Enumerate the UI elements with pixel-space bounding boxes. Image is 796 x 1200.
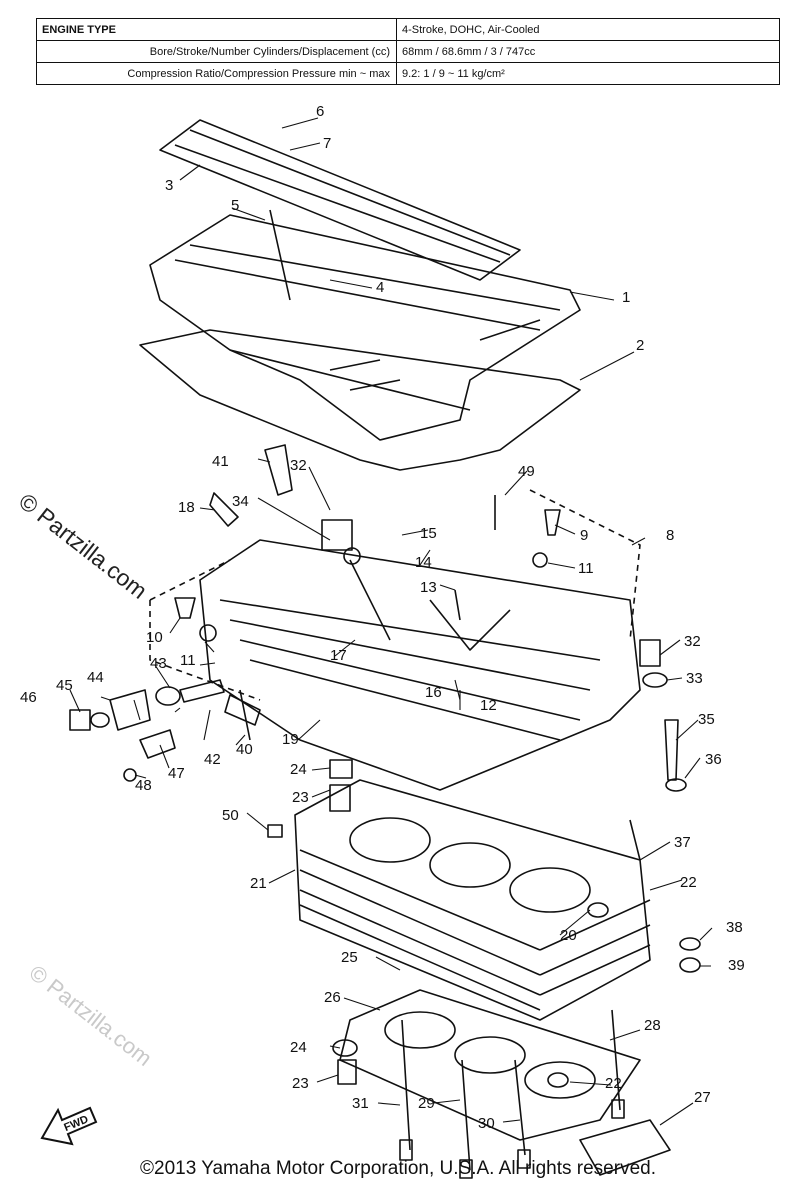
callout-33: 33 (686, 670, 703, 687)
callout-2: 2 (636, 337, 644, 354)
callout-13: 13 (420, 579, 437, 596)
callout-17: 17 (330, 647, 347, 664)
callout-4: 4 (376, 279, 384, 296)
callout-22b: 22 (605, 1075, 622, 1092)
callout-27: 27 (694, 1089, 711, 1106)
callout-3: 3 (165, 177, 173, 194)
callout-18: 18 (178, 499, 195, 516)
callout-35: 35 (698, 711, 715, 728)
callout-24b: 24 (290, 1039, 307, 1056)
callout-28: 28 (644, 1017, 661, 1034)
spec-label: Compression Ratio/Compression Pressure m… (36, 62, 397, 85)
callout-30: 30 (478, 1115, 495, 1132)
small-parts (69, 444, 701, 1088)
callout-41: 41 (212, 453, 229, 470)
callout-29: 29 (418, 1095, 435, 1112)
callout-19: 19 (282, 731, 299, 748)
callout-11a: 11 (180, 652, 196, 669)
forward-direction-arrow-icon: FWD (40, 1106, 98, 1146)
spec-value: 9.2: 1 / 9 ~ 11 kg/cm² (396, 62, 780, 85)
spec-row: Compression Ratio/Compression Pressure m… (36, 62, 780, 85)
callout-32a: 32 (290, 457, 307, 474)
callout-8: 8 (666, 527, 674, 544)
callout-34: 34 (232, 493, 249, 510)
callout-26: 26 (324, 989, 341, 1006)
copyright-notice: ©2013 Yamaha Motor Corporation, U.S.A. A… (140, 1158, 656, 1179)
callout-22a: 22 (680, 874, 697, 891)
callout-11b: 11 (578, 560, 594, 577)
callout-48: 48 (135, 777, 152, 794)
callout-16: 16 (425, 684, 442, 701)
callout-45: 45 (56, 677, 73, 694)
callout-42: 42 (204, 751, 221, 768)
small-gasket (579, 1119, 671, 1176)
callout-46: 46 (20, 689, 37, 706)
callout-20: 20 (560, 927, 577, 944)
callout-40: 40 (236, 741, 253, 758)
callout-7: 7 (323, 135, 331, 152)
head-assembly-bracket (149, 489, 641, 701)
callout-6: 6 (316, 103, 324, 120)
cover-plate (159, 119, 521, 281)
callout-47: 47 (168, 765, 185, 782)
head-cover-gasket (139, 329, 581, 471)
callout-43: 43 (150, 655, 167, 672)
callout-21: 21 (250, 875, 267, 892)
callout-23b: 23 (292, 1075, 309, 1092)
callout-32b: 32 (684, 633, 701, 650)
studs (239, 209, 641, 1179)
callout-25: 25 (341, 949, 358, 966)
callout-12: 12 (480, 697, 497, 714)
callout-labels: 1 2 3 4 5 6 7 8 9 10 11 11 12 13 14 15 1… (20, 103, 745, 1132)
head-cover (149, 214, 581, 441)
leader-lines (69, 117, 713, 1126)
callout-31: 31 (352, 1095, 369, 1112)
callout-50: 50 (222, 807, 239, 824)
engine-spec-table: ENGINE TYPE 4-Stroke, DOHC, Air-Cooled B… (36, 18, 780, 85)
callout-39: 39 (728, 957, 745, 974)
callout-49: 49 (518, 463, 535, 480)
callout-36: 36 (705, 751, 722, 768)
callout-10: 10 (146, 629, 163, 646)
callout-9: 9 (580, 527, 588, 544)
callout-38: 38 (726, 919, 743, 936)
callout-1: 1 (622, 289, 630, 306)
callout-44: 44 (87, 669, 104, 686)
callout-14: 14 (415, 554, 432, 571)
callout-15: 15 (420, 525, 437, 542)
callout-37: 37 (674, 834, 691, 851)
cylinder-block (294, 779, 651, 1021)
callout-23a: 23 (292, 789, 309, 806)
callout-5: 5 (231, 197, 239, 214)
callout-24a: 24 (290, 761, 307, 778)
cylinder-head (199, 539, 641, 791)
